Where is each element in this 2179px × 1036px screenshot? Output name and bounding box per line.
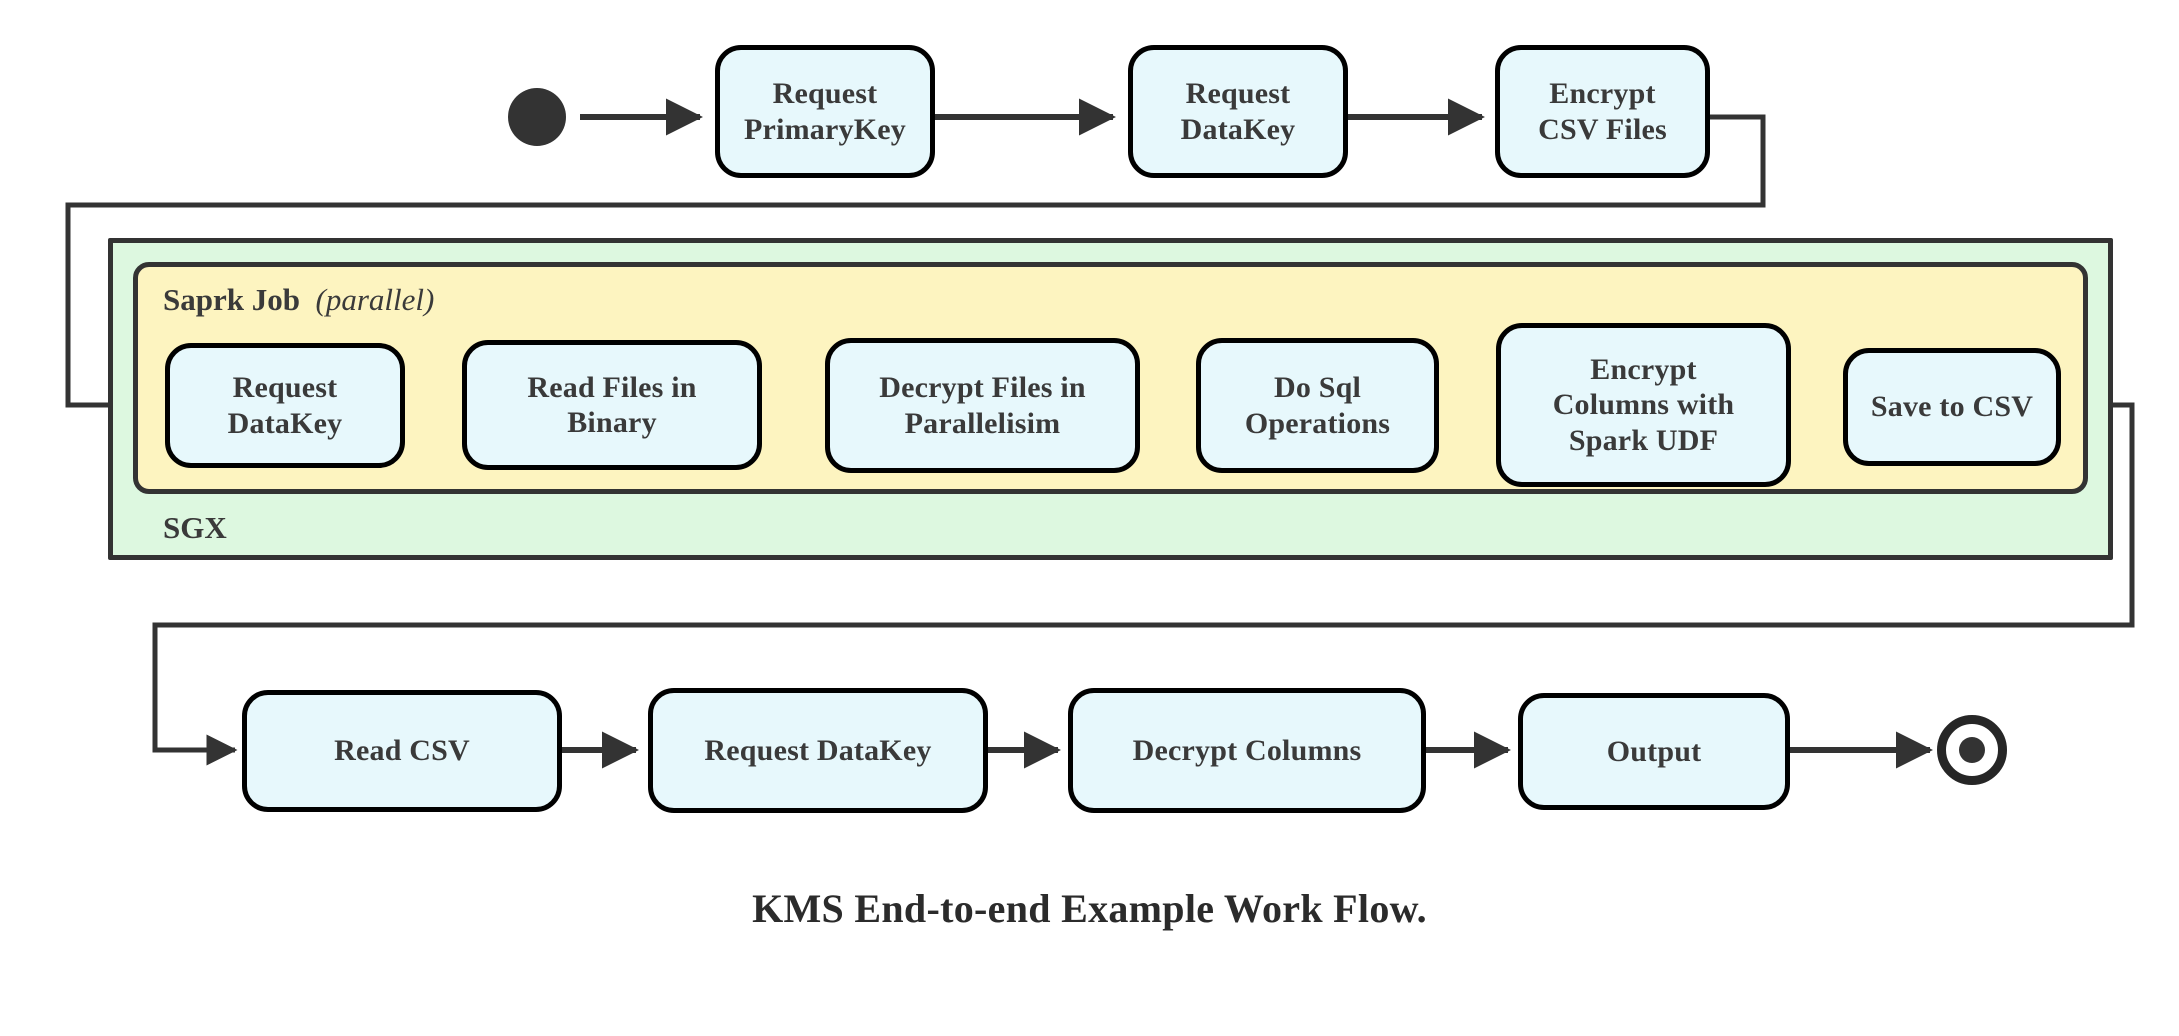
spark-job-label: Saprk Job (parallel) xyxy=(163,282,434,318)
sgx-label: SGX xyxy=(163,510,227,545)
node-request-datakey-top[interactable]: Request DataKey xyxy=(1128,45,1348,178)
node-line: DataKey xyxy=(227,406,343,440)
node-request-datakey-bottom[interactable]: Request DataKey xyxy=(648,688,988,813)
node-encrypt-csv-files[interactable]: Encrypt CSV Files xyxy=(1495,45,1710,178)
node-line: Request DataKey xyxy=(704,733,932,767)
node-encrypt-columns-with-spark-udf[interactable]: Encrypt Columns with Spark UDF xyxy=(1496,323,1791,487)
node-line: Encrypt xyxy=(1549,77,1656,111)
node-decrypt-files-in-parallelisim[interactable]: Decrypt Files in Parallelisim xyxy=(825,338,1140,473)
node-line: Request xyxy=(232,371,338,405)
node-line: Request xyxy=(1185,77,1291,111)
node-line: DataKey xyxy=(1180,112,1296,146)
node-line: Operations xyxy=(1244,406,1391,440)
node-line: Encrypt xyxy=(1590,352,1697,386)
node-read-files-in-binary[interactable]: Read Files in Binary xyxy=(462,340,762,470)
node-read-csv[interactable]: Read CSV xyxy=(242,690,562,812)
node-line: CSV Files xyxy=(1538,112,1667,146)
node-decrypt-columns[interactable]: Decrypt Columns xyxy=(1068,688,1426,813)
node-line: Do Sql xyxy=(1273,371,1362,405)
node-line: Save to CSV xyxy=(1870,390,2034,424)
node-output[interactable]: Output xyxy=(1518,693,1790,810)
spark-job-label-text: Saprk Job xyxy=(163,282,300,317)
node-line: Decrypt Files in xyxy=(879,371,1086,405)
node-save-to-csv[interactable]: Save to CSV xyxy=(1843,348,2061,466)
node-do-sql-operations[interactable]: Do Sql Operations xyxy=(1196,338,1439,473)
node-line: Request xyxy=(772,77,878,111)
spark-job-parallel-text: parallel xyxy=(325,282,424,317)
node-line: Binary xyxy=(567,406,657,439)
node-request-datakey-spark[interactable]: Request DataKey xyxy=(165,343,405,468)
start-node xyxy=(508,88,566,146)
spark-job-label-note: (parallel) xyxy=(307,282,435,317)
node-line: PrimaryKey xyxy=(744,112,906,146)
node-line: Read CSV xyxy=(334,734,470,768)
node-line: Columns with xyxy=(1552,388,1735,422)
node-line: Spark UDF xyxy=(1568,423,1719,457)
end-node xyxy=(1937,715,2007,785)
node-request-primarykey[interactable]: Request PrimaryKey xyxy=(715,45,935,178)
node-line: Parallelisim xyxy=(904,406,1061,440)
diagram-caption: KMS End-to-end Example Work Flow. xyxy=(752,886,1427,931)
node-line: Decrypt Columns xyxy=(1132,733,1362,767)
node-line: Output xyxy=(1606,734,1702,768)
node-line: Read Files in xyxy=(527,370,697,404)
